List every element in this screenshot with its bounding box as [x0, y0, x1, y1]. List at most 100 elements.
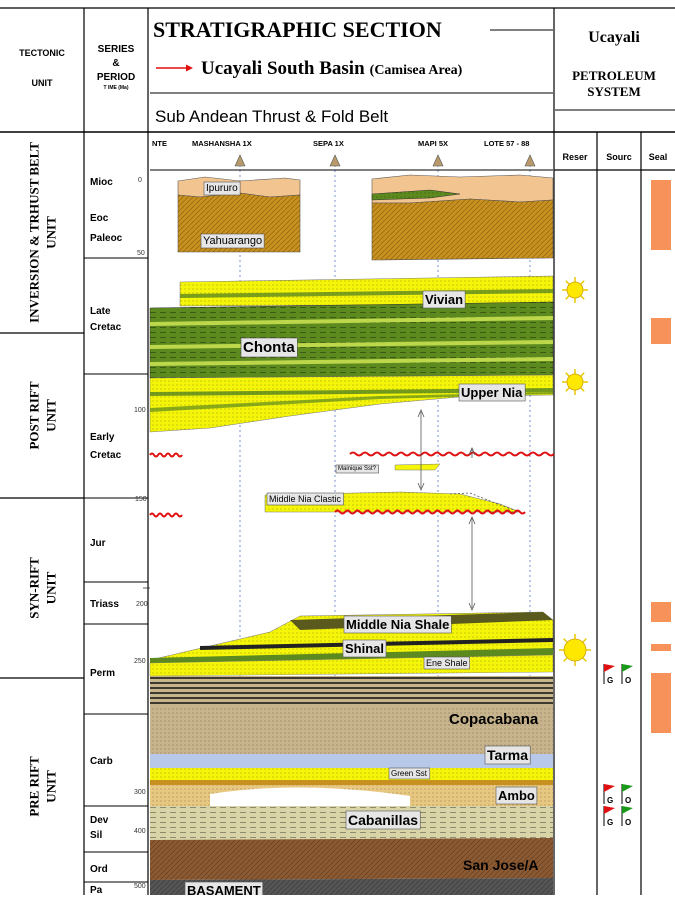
sun-icon [562, 277, 588, 303]
well-label: SEPA 1X [313, 139, 344, 148]
well-marker-icon [524, 154, 536, 167]
svg-text:San Jose/A: San Jose/A [463, 857, 538, 873]
tectonic-unit-text: UNIT [44, 770, 59, 803]
gas-flag-icon: G [603, 806, 615, 827]
formation-label-ene-shale: Ene Shale [423, 656, 470, 670]
right-title: Ucayali [588, 29, 640, 46]
period-label: Early [90, 432, 115, 443]
period-label: Cretac [90, 322, 122, 333]
svg-text:Ambo: Ambo [498, 788, 535, 803]
period-label: Sil [90, 830, 102, 841]
sun-icon [562, 369, 588, 395]
tectonic-unit-text: SYN-RIFT [27, 557, 42, 619]
column-seal: Seal [649, 152, 668, 162]
oil-flag-icon: O [621, 806, 633, 827]
formation-label-san-jose: San Jose/A [463, 857, 538, 873]
formation-label-mainique: Mainique Sst? [335, 464, 379, 474]
formation-label-shinal: Shinal [342, 639, 387, 658]
svg-text:Tarma: Tarma [487, 747, 528, 763]
time-tick-label: 150 [135, 496, 147, 503]
svg-text:Green Sst: Green Sst [391, 769, 428, 778]
tectonic-unit-text: UNIT [44, 216, 59, 249]
period-label: Late [90, 306, 111, 317]
header-period: PERIOD [97, 72, 135, 83]
reservoir-markers [559, 277, 591, 666]
formation-label-middle-nia-shale: Middle Nia Shale [343, 615, 452, 634]
time-tick-label: 300 [134, 789, 146, 796]
svg-text:Vivian: Vivian [425, 292, 463, 307]
time-tick-label: 500 [134, 883, 146, 890]
formation-label-middle-nia-clastic: Middle Nia Clastic [266, 492, 344, 506]
svg-text:Middle Nia Shale: Middle Nia Shale [346, 617, 449, 632]
gas-flag-icon: G [603, 664, 615, 685]
tectonic-unit-dividers [0, 332, 84, 679]
svg-text:Shinal: Shinal [345, 641, 384, 656]
well-marker-icon [234, 154, 246, 167]
seal-bar-nia-shale [651, 602, 671, 622]
formation-label-ipururo: Ipururo [203, 181, 241, 196]
period-label: Carb [90, 756, 113, 767]
formation-label-yahuarango: Yahuarango [200, 233, 265, 249]
well-marker-icon [329, 154, 341, 167]
period-label: Perm [90, 668, 115, 679]
formation-label-ambo: Ambo [495, 786, 538, 805]
time-tick-label: 250 [134, 658, 146, 665]
svg-text:O: O [625, 818, 631, 827]
svg-text:Ipururo: Ipururo [206, 183, 238, 194]
unconformity-lines [149, 451, 555, 518]
svg-text:Yahuarango: Yahuarango [203, 235, 262, 247]
formation-label-cabanillas: Cabanillas [345, 810, 421, 830]
tectonic-unit-text: POST RIFT [27, 381, 42, 449]
time-tick-label: 0 [138, 177, 142, 184]
header-tectonic-unit-line1: TECTONIC [19, 48, 65, 58]
formation-label-copacabana: Copacabana [449, 711, 539, 728]
right-subtitle-2: SYSTEM [587, 84, 640, 99]
cross-section [149, 155, 555, 895]
column-source: Sourc [606, 152, 632, 162]
page-title: STRATIGRAPHIC SECTION [153, 17, 442, 42]
period-label: Paleoc [90, 233, 123, 244]
period-label: Triass [90, 599, 119, 610]
hiatus-arrows [417, 408, 476, 612]
svg-text:Cabanillas: Cabanillas [348, 812, 418, 828]
oil-flag-icon: O [621, 784, 633, 805]
formation-label-vivian: Vivian [422, 290, 466, 309]
seal-bars [651, 180, 671, 733]
period-label: Pa [90, 885, 103, 895]
svg-text:BASAMENT: BASAMENT [187, 883, 261, 895]
time-tick-label: 400 [134, 828, 146, 835]
header-tectonic-unit-line2: UNIT [32, 78, 53, 88]
period-dividers [84, 257, 148, 883]
tectonic-unit-text: PRE RIFT [27, 756, 42, 817]
svg-text:Upper Nia: Upper Nia [461, 385, 523, 400]
seal-bar-tertiary [651, 180, 671, 250]
belt-label: Sub Andean Thrust & Fold Belt [155, 107, 388, 126]
formation-label-green-sst: Green Sst [388, 767, 431, 780]
svg-text:Middle Nia Clastic: Middle Nia Clastic [269, 494, 342, 504]
period-label: Dev [90, 815, 109, 826]
formation-label-tarma: Tarma [484, 745, 531, 765]
tectonic-unit-text: UNIT [44, 399, 59, 432]
right-subtitle-1: PETROLEUM [572, 68, 656, 83]
time-tick-label: 50 [137, 250, 145, 257]
header-time-label: T IME (Ma) [104, 85, 129, 91]
well-label: MAPI 5X [418, 139, 448, 148]
svg-text:G: G [607, 676, 613, 685]
well-label: NTE [152, 139, 167, 148]
period-label: Eoc [90, 213, 109, 224]
gas-flag-icon: G [603, 784, 615, 805]
svg-text:G: G [607, 796, 613, 805]
sun-icon [559, 634, 591, 666]
mainique-layer [394, 463, 441, 471]
period-label: Jur [90, 538, 106, 549]
period-label: Mioc [90, 177, 113, 188]
seal-bar-ene [651, 644, 671, 651]
well-label: MASHANSHA 1X [192, 139, 252, 148]
header-ampersand: & [112, 58, 119, 69]
svg-text:O: O [625, 676, 631, 685]
